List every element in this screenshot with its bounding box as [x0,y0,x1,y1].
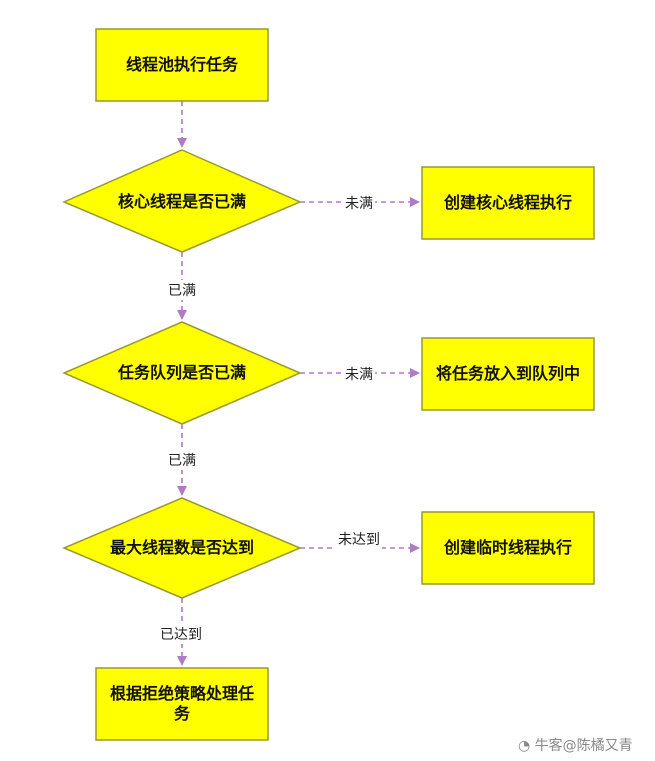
edge-label-queue-not-full: 未满 [343,364,375,384]
edge-label-max-reached: 已达到 [158,624,204,644]
node-max-check-label: 最大线程数是否达到 [109,538,254,557]
node-create-temp [421,511,595,585]
edge-label-core-full: 已满 [166,280,198,300]
watermark-icon: ◔ [518,738,531,754]
node-enqueue [421,337,595,411]
node-queue-check-label: 任务队列是否已满 [117,363,246,382]
edge-label-core-not-full: 未满 [343,193,375,213]
node-enqueue-label: 将任务放入到队列中 [435,364,580,383]
node-core-check [62,149,302,253]
node-max-check [62,497,302,599]
node-create-core [421,166,595,240]
node-queue-check [62,321,302,425]
edge-label-queue-full: 已满 [166,450,198,470]
edge-label-max-not-reached: 未达到 [336,529,382,549]
node-start-label: 线程池执行任务 [125,55,238,74]
node-create-temp-label: 创建临时线程执行 [443,538,572,557]
node-start [95,28,269,102]
node-core-check-label: 核心线程是否已满 [117,192,246,211]
watermark: ◔ 牛客@陈橘又青 [518,735,633,755]
node-create-core-label: 创建核心线程执行 [443,193,572,212]
node-reject [95,667,269,741]
watermark-text: 牛客@陈橘又青 [534,738,633,754]
node-reject-label: 根据拒绝策略处理任务 [109,684,254,723]
